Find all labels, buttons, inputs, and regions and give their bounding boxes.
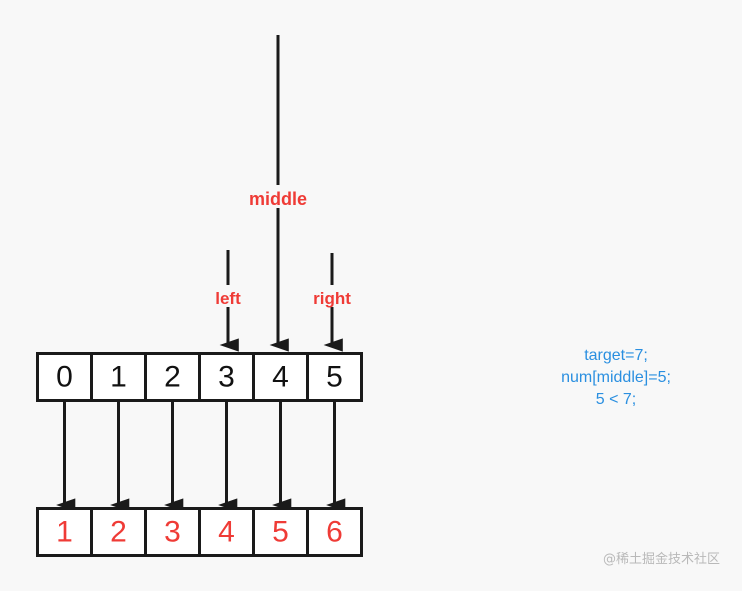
pointer-label-left: left: [215, 289, 241, 308]
value-cell-label-0: 1: [56, 515, 73, 548]
note-line-0: target=7;: [584, 347, 648, 364]
note-line-1: num[middle]=5;: [561, 369, 671, 386]
value-cell-4[interactable]: [252, 507, 309, 557]
row-connector-arrows: [56, 401, 346, 512]
value-cell-label-5: 6: [326, 515, 343, 548]
index-cell-label-4: 4: [272, 360, 289, 393]
index-cell-label-2: 2: [164, 360, 181, 393]
value-cell-5[interactable]: [306, 507, 363, 557]
note-line-2: 5 < 7;: [596, 391, 636, 408]
index-cell-5[interactable]: [306, 352, 363, 402]
value-cell-3[interactable]: [198, 507, 255, 557]
index-cell-label-3: 3: [218, 360, 235, 393]
comparison-note: target=7; num[middle]=5; 5 < 7;: [561, 347, 671, 408]
index-cell-3[interactable]: [198, 352, 255, 402]
value-row: 1 2 3 4 5 6: [36, 507, 363, 557]
watermark-text: @稀土掘金技术社区: [603, 551, 720, 567]
index-row: 0 1 2 3 4 5: [36, 352, 363, 402]
index-cell-0[interactable]: [36, 352, 93, 402]
index-cell-label-1: 1: [110, 360, 127, 393]
value-cell-label-2: 3: [164, 515, 181, 548]
index-cell-label-0: 0: [56, 360, 73, 393]
index-cell-label-5: 5: [326, 360, 343, 393]
value-cell-label-3: 4: [218, 515, 235, 548]
pointer-label-middle: middle: [249, 189, 307, 209]
pointer-label-right: right: [313, 289, 351, 308]
value-cell-2[interactable]: [144, 507, 201, 557]
value-cell-label-1: 2: [110, 515, 127, 548]
index-cell-4[interactable]: [252, 352, 309, 402]
value-cell-label-4: 5: [272, 515, 289, 548]
value-cell-0[interactable]: [36, 507, 93, 557]
